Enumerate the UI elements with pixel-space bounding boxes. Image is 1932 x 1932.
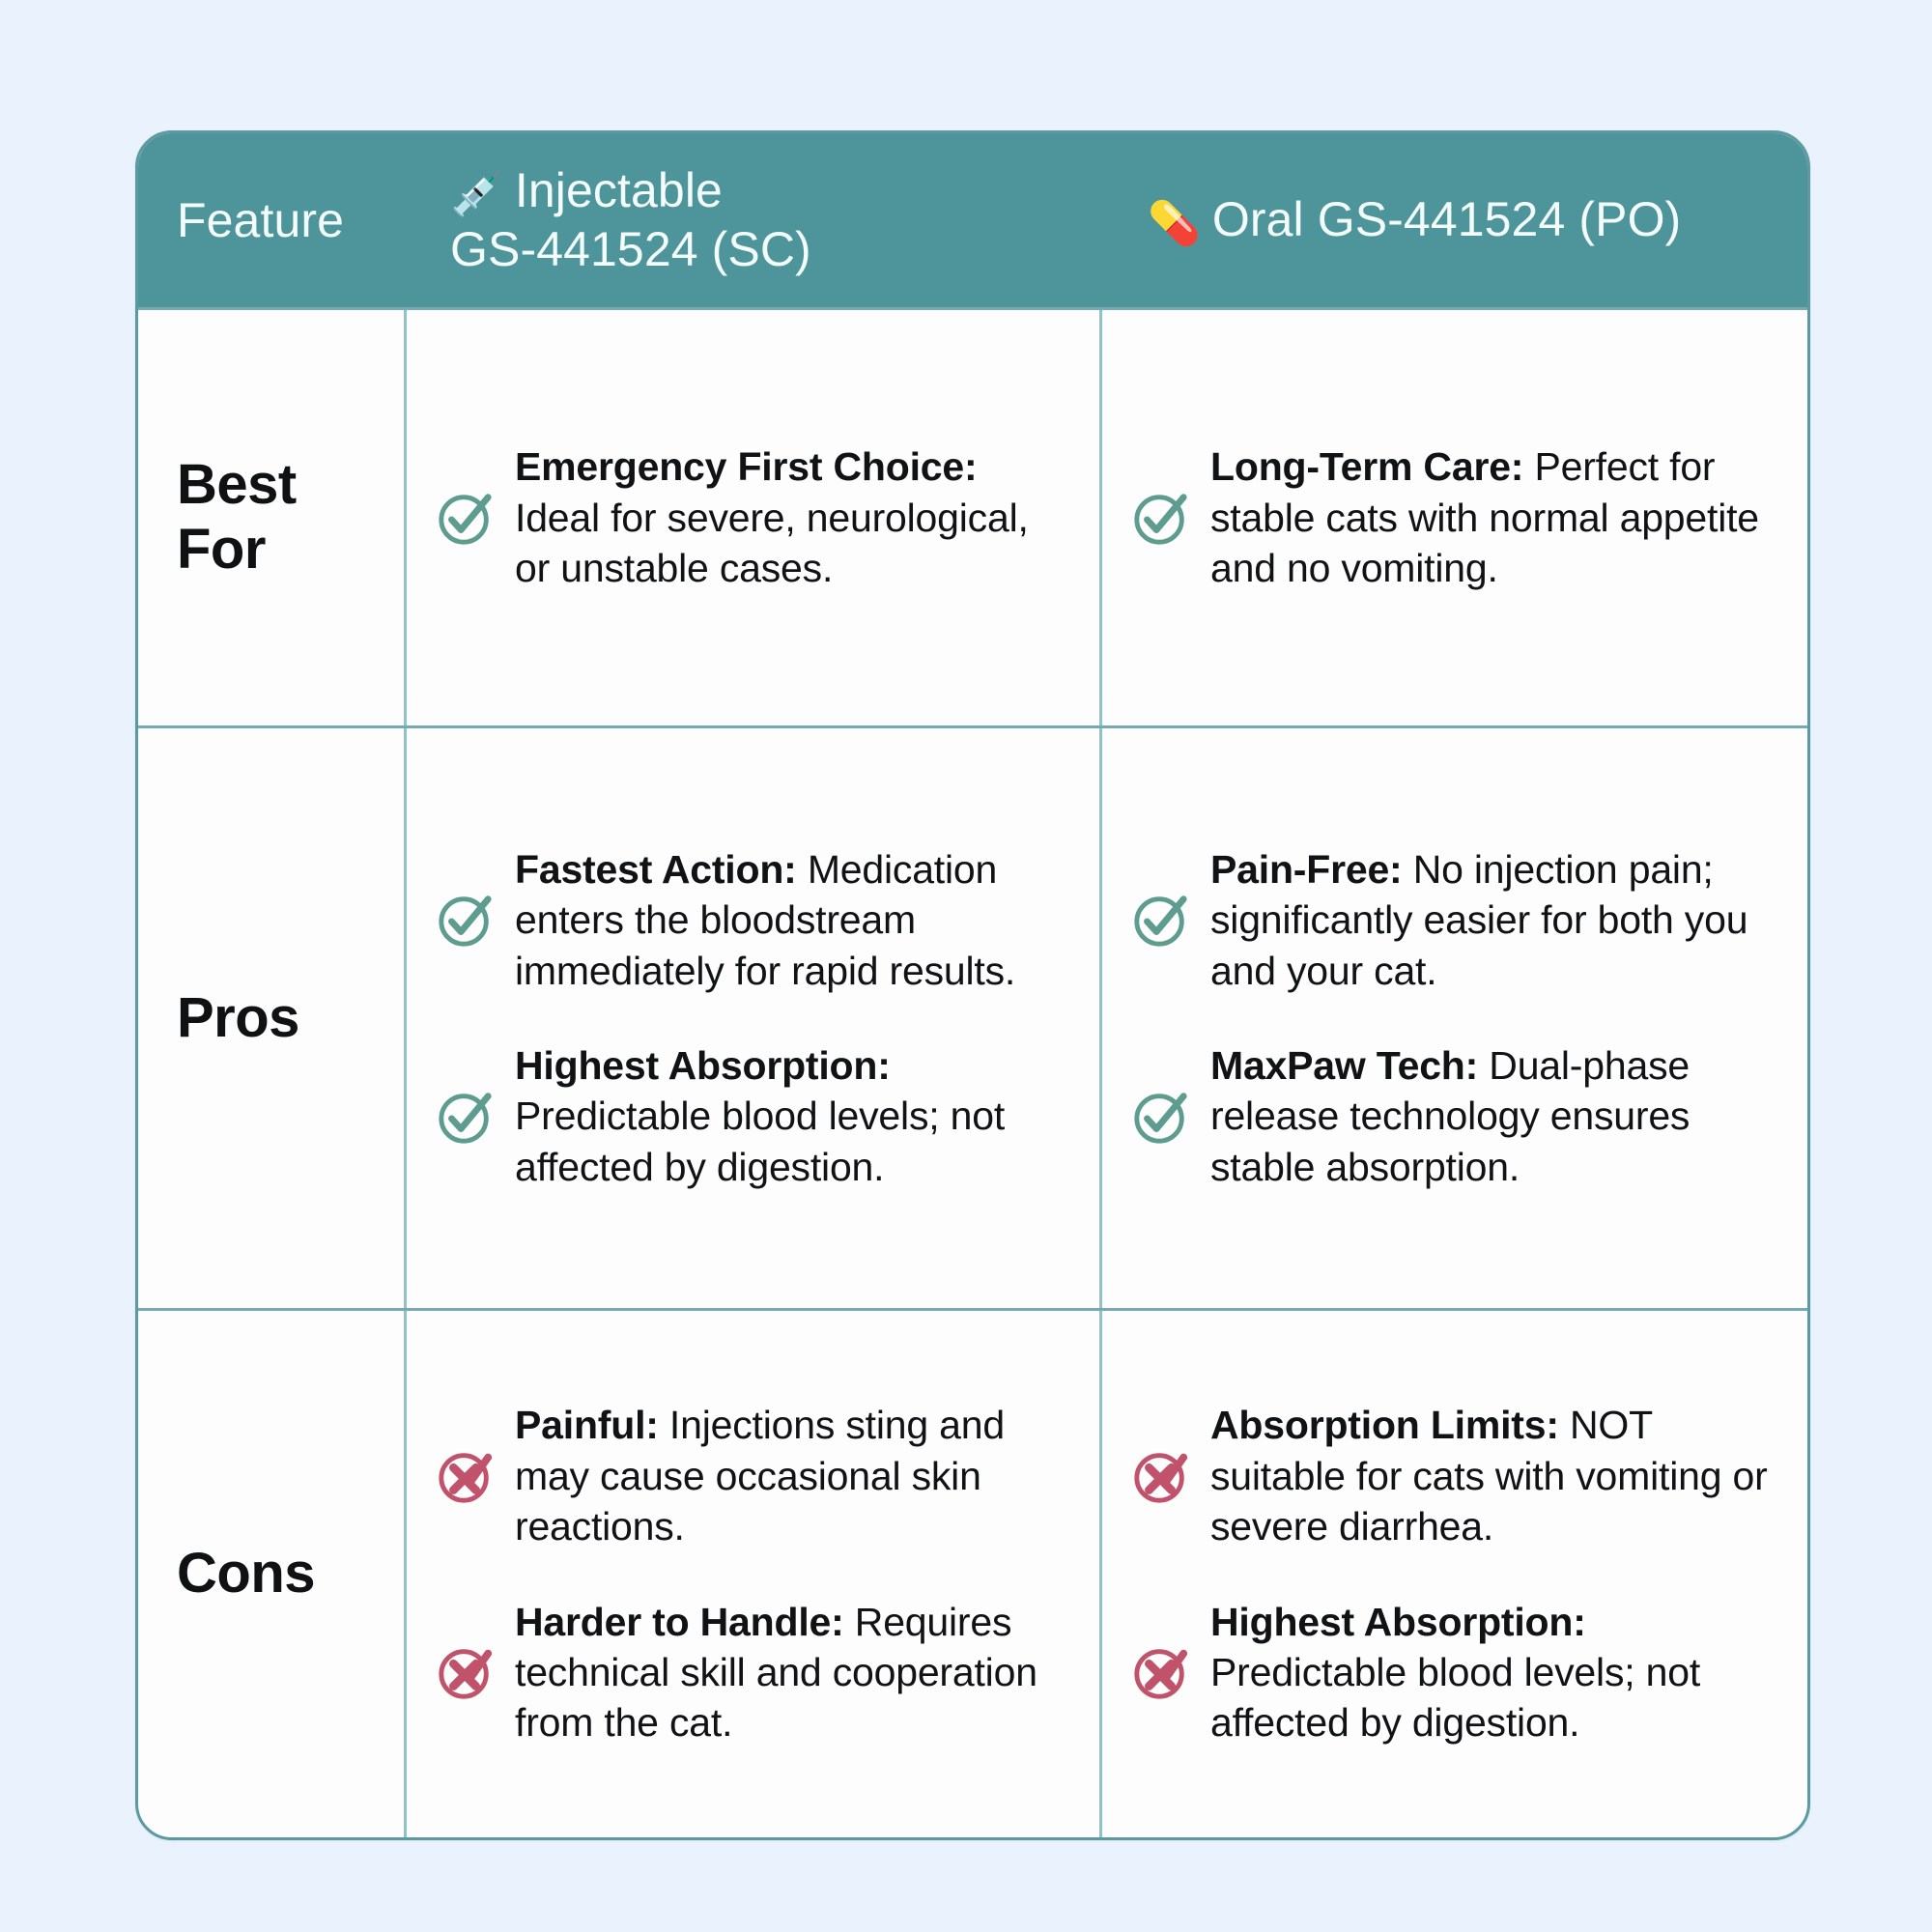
list-item-bold: Fastest Action: [515, 846, 797, 892]
header-oral-label: Oral GS-441524 (PO) [1211, 192, 1682, 247]
cell-best-for-oral: Long-Term Care: Perfect for stable cats … [1099, 310, 1807, 725]
header-injectable-line1: Injectable [514, 162, 723, 217]
table-row: Cons Painful: [138, 1308, 1807, 1837]
row-label-cell-pros: Pros [138, 728, 404, 1308]
list-item-bold: Highest Absorption: [515, 1043, 891, 1088]
table-row: Pros Fastest Action: Medication enters t… [138, 725, 1807, 1308]
row-label-line2: For [177, 518, 266, 581]
check-circle-icon [1131, 890, 1191, 950]
check-circle-icon [436, 1087, 496, 1147]
list-item: Absorption Limits: NOT suitable for cats… [1131, 1400, 1778, 1551]
cross-circle-icon [436, 1446, 496, 1506]
list-item: Long-Term Care: Perfect for stable cats … [1131, 441, 1778, 593]
list-item-text: Dual-phase release technology ensures st… [1210, 1043, 1690, 1189]
table-header-row: Feature 💉Injectable GS-441524 (SC) 💊Oral… [138, 133, 1807, 307]
row-label-cons: Cons [177, 1542, 316, 1605]
comparison-table: Feature 💉Injectable GS-441524 (SC) 💊Oral… [135, 130, 1810, 1840]
pill-icon: 💊 [1148, 200, 1201, 248]
cell-pros-injectable: Fastest Action: Medication enters the bl… [404, 728, 1099, 1308]
list-item: Fastest Action: Medication enters the bl… [436, 844, 1070, 996]
cell-cons-oral: Absorption Limits: NOT suitable for cats… [1099, 1311, 1807, 1837]
row-label-pros: Pros [177, 985, 299, 1049]
list-item-text: No injection pain; significantly easier … [1210, 846, 1748, 993]
header-feature-label: Feature [177, 192, 345, 247]
list-item: Harder to Handle: Requires technical ski… [436, 1597, 1070, 1748]
check-circle-icon [436, 890, 496, 950]
cell-pros-oral: Pain-Free: No injection pain; significan… [1099, 728, 1807, 1308]
check-circle-icon [1131, 488, 1191, 548]
cross-circle-icon [436, 1642, 496, 1702]
list-item: MaxPaw Tech: Dual-phase release technolo… [1131, 1040, 1778, 1192]
list-item-text: Predictable blood levels; not affected b… [1210, 1649, 1701, 1746]
list-item-text: Perfect for stable cats with normal appe… [1210, 444, 1759, 591]
list-item-bold: Harder to Handle: [515, 1599, 844, 1644]
list-item-text: Ideal for severe, neurological, or unsta… [515, 495, 1029, 591]
table-row: Best For Emergency First Choi [138, 307, 1807, 725]
list-item-text: NOT suitable for cats with vomiting or s… [1210, 1403, 1768, 1549]
list-item-bold: Emergency First Choice: [515, 444, 978, 490]
list-item: Painful: Injections sting and may cause … [436, 1400, 1070, 1551]
header-cell-feature: Feature [138, 133, 404, 307]
list-item-bold: Long-Term Care: [1210, 444, 1524, 490]
list-item-text: Medication enters the bloodstream immedi… [515, 846, 1016, 993]
header-cell-oral: 💊Oral GS-441524 (PO) [1099, 133, 1807, 307]
list-item-bold: Highest Absorption: [1210, 1599, 1586, 1644]
list-item-text: Injections sting and may cause occasiona… [515, 1403, 1005, 1549]
list-item: Highest Absorption: Predictable blood le… [436, 1040, 1070, 1192]
syringe-icon: 💉 [450, 170, 503, 218]
cell-cons-injectable: Painful: Injections sting and may cause … [404, 1311, 1099, 1837]
list-item-bold: Pain-Free: [1210, 846, 1403, 892]
list-item-bold: Absorption Limits: [1210, 1403, 1559, 1448]
header-injectable-line2: GS-441524 (SC) [450, 222, 811, 277]
check-circle-icon [436, 488, 496, 548]
cross-circle-icon [1131, 1642, 1191, 1702]
list-item: Highest Absorption: Predictable blood le… [1131, 1597, 1778, 1748]
list-item: Pain-Free: No injection pain; significan… [1131, 844, 1778, 996]
list-item: Emergency First Choice: Ideal for severe… [436, 441, 1070, 593]
row-label-cell-cons: Cons [138, 1311, 404, 1837]
list-item-text: Requires technical skill and cooperation… [515, 1599, 1037, 1746]
row-label-cell-best-for: Best For [138, 310, 404, 725]
cross-circle-icon [1131, 1446, 1191, 1506]
cell-best-for-injectable: Emergency First Choice: Ideal for severe… [404, 310, 1099, 725]
row-label-line1: Best [177, 453, 297, 517]
list-item-bold: Painful: [515, 1403, 659, 1448]
list-item-text: Predictable blood levels; not affected b… [515, 1094, 1006, 1189]
check-circle-icon [1131, 1087, 1191, 1147]
list-item-bold: MaxPaw Tech: [1210, 1043, 1479, 1088]
header-cell-injectable: 💉Injectable GS-441524 (SC) [404, 133, 1099, 307]
